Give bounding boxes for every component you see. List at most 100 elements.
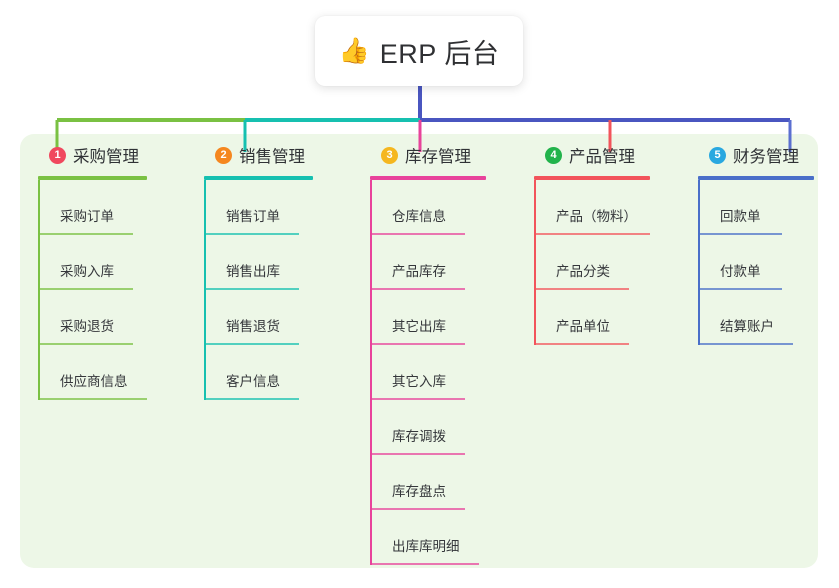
module-subitem[interactable]: 仓库信息 xyxy=(370,180,530,235)
module-header-库存管理[interactable]: 3 库存管理 xyxy=(364,134,530,176)
module-subitem[interactable]: 结算账户 xyxy=(698,290,839,345)
module-header-财务管理[interactable]: 5 财务管理 xyxy=(692,134,839,176)
module-subitem-label: 出库库明细 xyxy=(392,539,460,554)
module-subitem-label: 仓库信息 xyxy=(392,209,446,224)
module-subitem-rule xyxy=(204,288,299,290)
module-subitem[interactable]: 采购入库 xyxy=(38,235,198,290)
module-header-rule xyxy=(370,176,486,180)
module-header-rule xyxy=(38,176,147,180)
module-subitem-label: 销售退货 xyxy=(226,319,280,334)
module-subitem[interactable]: 其它入库 xyxy=(370,345,530,400)
module-column-产品管理: 4 产品管理产品（物料） 产品分类产品单位 xyxy=(528,134,694,345)
module-subitem[interactable]: 产品分类 xyxy=(534,235,694,290)
module-stem-line xyxy=(370,180,372,565)
module-header-产品管理[interactable]: 4 产品管理 xyxy=(528,134,694,176)
module-subitem[interactable]: 销售退货 xyxy=(204,290,364,345)
module-header-rule xyxy=(534,176,650,180)
module-subitem-rule xyxy=(698,288,782,290)
module-subitem-rule xyxy=(38,233,133,235)
module-badge-number: 4 xyxy=(545,146,562,164)
module-subitem-label: 采购退货 xyxy=(60,319,114,334)
module-subitem-rule xyxy=(534,343,629,345)
module-stem-line xyxy=(38,180,40,400)
module-subitem[interactable]: 库存调拨 xyxy=(370,400,530,455)
module-subitem-rule xyxy=(370,398,465,400)
module-subitem[interactable]: 销售订单 xyxy=(204,180,364,235)
module-title-label: 财务管理 xyxy=(733,148,799,166)
module-header-销售管理[interactable]: 2 销售管理 xyxy=(198,134,364,176)
module-subitem[interactable]: 供应商信息 xyxy=(38,345,198,400)
module-subitem-label: 销售出库 xyxy=(226,264,280,279)
module-header-rule xyxy=(204,176,313,180)
module-subitem-rule xyxy=(698,343,793,345)
module-subitem-label: 产品分类 xyxy=(556,264,610,279)
module-subitem-label: 产品库存 xyxy=(392,264,446,279)
modules-panel xyxy=(20,134,818,568)
module-subitem-rule xyxy=(370,563,479,565)
module-subitem-list: 回款单付款单结算账户 xyxy=(698,180,839,345)
module-subitem-rule xyxy=(38,398,147,400)
root-node-label: ERP 后台 xyxy=(379,38,500,69)
module-subitem[interactable]: 出库库明细 xyxy=(370,510,530,565)
module-title-label: 采购管理 xyxy=(73,148,139,166)
module-subitem-list: 采购订单采购入库采购退货供应商信息 xyxy=(38,180,198,400)
module-subitem-label: 库存盘点 xyxy=(392,484,446,499)
module-subitem-rule xyxy=(204,343,299,345)
module-subitem-list: 仓库信息产品库存其它出库其它入库库存调拨库存盘点出库库明细 xyxy=(370,180,530,565)
module-header-rule xyxy=(698,176,814,180)
module-subitem-rule xyxy=(370,453,465,455)
module-subitem-rule xyxy=(698,233,782,235)
module-subitem-rule xyxy=(204,233,299,235)
module-subitem-label: 供应商信息 xyxy=(60,374,128,389)
module-subitem-list: 销售订单销售出库销售退货客户信息 xyxy=(204,180,364,400)
module-subitem-label: 其它出库 xyxy=(392,319,446,334)
module-subitem-label: 库存调拨 xyxy=(392,429,446,444)
module-column-财务管理: 5 财务管理回款单付款单结算账户 xyxy=(692,134,839,345)
module-subitem[interactable]: 库存盘点 xyxy=(370,455,530,510)
module-subitem[interactable]: 客户信息 xyxy=(204,345,364,400)
module-subitem[interactable]: 付款单 xyxy=(698,235,839,290)
module-subitem-rule xyxy=(370,508,465,510)
module-subitem-label: 其它入库 xyxy=(392,374,446,389)
module-subitem-label: 付款单 xyxy=(720,264,761,279)
module-subitem[interactable]: 产品单位 xyxy=(534,290,694,345)
module-stem-line xyxy=(534,180,536,345)
module-subitem[interactable]: 采购退货 xyxy=(38,290,198,345)
module-subitem[interactable]: 销售出库 xyxy=(204,235,364,290)
module-subitem-label: 采购订单 xyxy=(60,209,114,224)
module-subitem[interactable]: 回款单 xyxy=(698,180,839,235)
module-subitem-label: 产品（物料） xyxy=(556,209,637,224)
module-title-label: 库存管理 xyxy=(405,148,471,166)
module-subitem-rule xyxy=(370,343,465,345)
module-subitem-rule xyxy=(38,343,133,345)
module-title-label: 产品管理 xyxy=(569,148,635,166)
module-subitem-rule xyxy=(204,398,299,400)
module-badge-number: 2 xyxy=(215,146,232,164)
module-subitem-label: 销售订单 xyxy=(226,209,280,224)
module-subitem-list: 产品（物料） 产品分类产品单位 xyxy=(534,180,694,345)
module-subitem-label: 采购入库 xyxy=(60,264,114,279)
module-stem-line xyxy=(204,180,206,400)
module-subitem-rule xyxy=(38,288,133,290)
module-subitem[interactable]: 产品库存 xyxy=(370,235,530,290)
root-node-erp-backend[interactable]: 👍 ERP 后台 xyxy=(315,16,523,86)
module-column-销售管理: 2 销售管理销售订单销售出库销售退货客户信息 xyxy=(198,134,364,400)
module-subitem-label: 产品单位 xyxy=(556,319,610,334)
module-subitem-rule xyxy=(370,288,465,290)
module-subitem-label: 回款单 xyxy=(720,209,761,224)
module-subitem[interactable]: 其它出库 xyxy=(370,290,530,345)
module-subitem[interactable]: 采购订单 xyxy=(38,180,198,235)
module-column-库存管理: 3 库存管理仓库信息产品库存其它出库其它入库库存调拨库存盘点出库库明细 xyxy=(364,134,530,565)
module-subitem-label: 客户信息 xyxy=(226,374,280,389)
module-title-label: 销售管理 xyxy=(239,148,305,166)
module-badge-number: 3 xyxy=(381,146,398,164)
module-subitem[interactable]: 产品（物料） xyxy=(534,180,694,235)
module-subitem-label: 结算账户 xyxy=(720,319,774,334)
module-badge-number: 5 xyxy=(709,146,726,164)
module-subitem-rule xyxy=(370,233,465,235)
module-subitem-rule xyxy=(534,233,650,235)
